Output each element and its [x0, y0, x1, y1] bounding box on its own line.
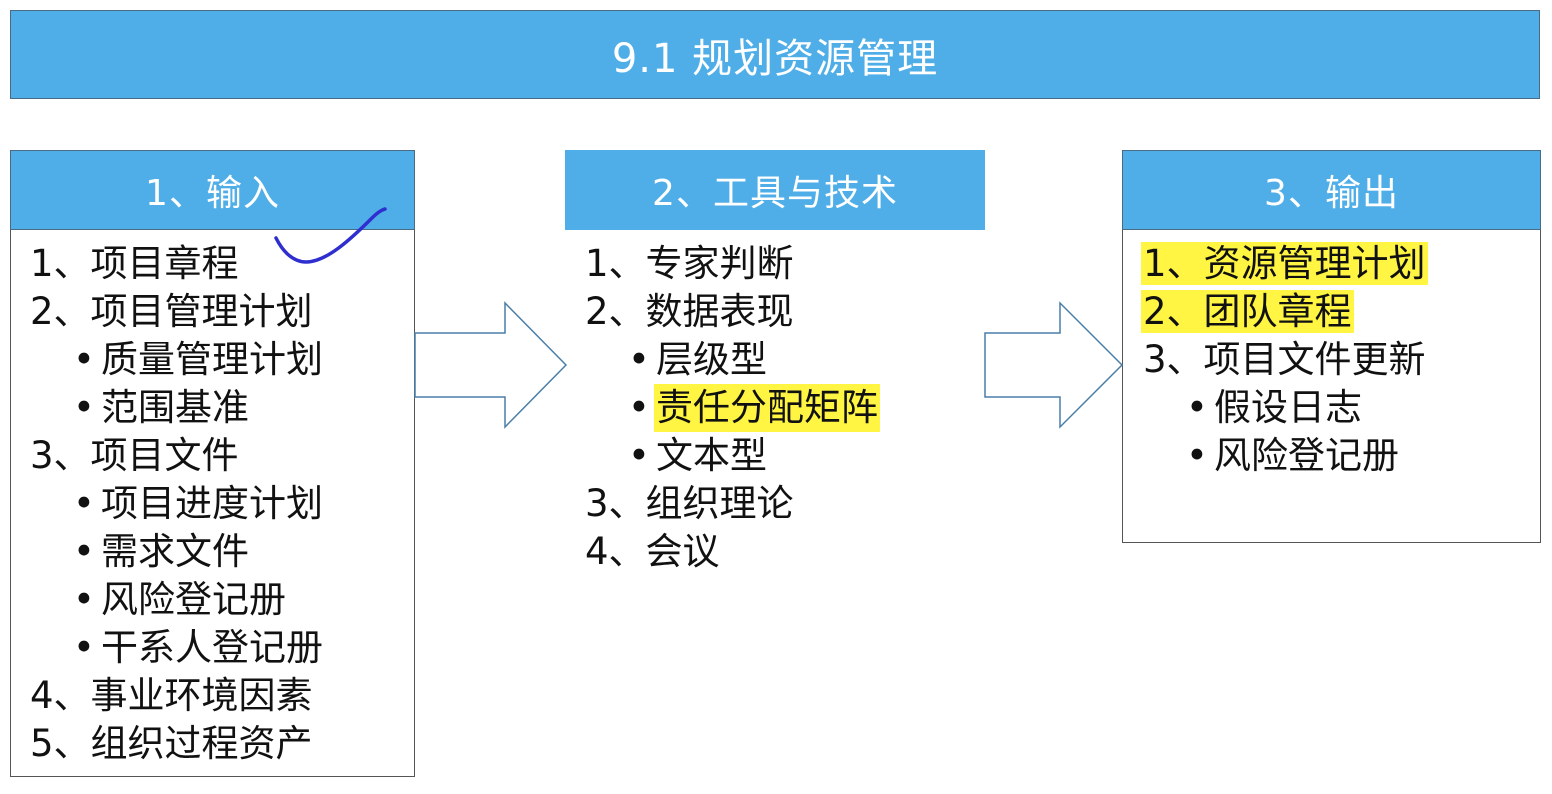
page-title: 9.1 规划资源管理: [611, 35, 939, 82]
bullet-icon: •: [628, 434, 650, 477]
panel-outputs-heading: 3、输出: [1264, 173, 1399, 214]
list-item: 1、项目章程: [28, 240, 241, 288]
list-item-label: 风险登记册: [101, 578, 286, 621]
panel-outputs: 3、输出 1、资源管理计划 2、团队章程 3、项目文件更新 •假设日志•风险登记册: [1122, 150, 1541, 543]
list-item: 1、专家判断: [583, 240, 796, 288]
list-item-label: 3、项目文件更新: [1143, 338, 1426, 381]
list-item: 4、事业环境因素: [28, 672, 315, 720]
bullet-icon: •: [73, 386, 95, 429]
panel-outputs-heading-box: 3、输出: [1122, 150, 1541, 230]
list-item-label: 1、项目章程: [30, 242, 239, 285]
bullet-icon: •: [73, 626, 95, 669]
list-item-label: 质量管理计划: [101, 338, 323, 381]
bullet-icon: •: [73, 530, 95, 573]
panel-tools-heading: 2、工具与技术: [652, 173, 898, 214]
bullet-icon: •: [1186, 434, 1208, 477]
list-item-label: 2、团队章程: [1141, 290, 1354, 333]
list-item-label: 假设日志: [1214, 386, 1362, 429]
list-item: 2、团队章程: [1141, 288, 1354, 336]
list-item: 2、项目管理计划: [28, 288, 315, 336]
bullet-icon: •: [73, 482, 95, 525]
bullet-icon: •: [628, 338, 650, 381]
title-banner: 9.1 规划资源管理: [10, 10, 1540, 99]
list-item-label: 1、专家判断: [585, 242, 794, 285]
list-item-label: 3、项目文件: [30, 434, 239, 477]
list-item-label: 5、组织过程资产: [30, 722, 313, 765]
list-item-label: 1、资源管理计划: [1141, 242, 1428, 285]
list-item: 5、组织过程资产: [28, 720, 315, 768]
list-item-label: 风险登记册: [1214, 434, 1399, 477]
list-item-label: 4、事业环境因素: [30, 674, 313, 717]
bullet-icon: •: [1186, 386, 1208, 429]
bullet-icon: •: [628, 386, 650, 429]
list-item: 3、组织理论: [583, 480, 796, 528]
bullet-icon: •: [73, 578, 95, 621]
list-item-label: 3、组织理论: [585, 482, 794, 525]
list-item: 2、数据表现: [583, 288, 796, 336]
list-item: 3、项目文件: [28, 432, 241, 480]
list-item: 1、资源管理计划: [1141, 240, 1428, 288]
list-item-label: 范围基准: [101, 386, 249, 429]
list-item-label: 项目进度计划: [101, 482, 323, 525]
bullet-icon: •: [73, 338, 95, 381]
list-item-label: 层级型: [656, 338, 767, 381]
panel-tools-heading-box: 2、工具与技术: [565, 150, 985, 230]
panel-inputs-heading: 1、输入: [145, 173, 280, 214]
list-item-label: 干系人登记册: [101, 626, 323, 669]
list-item: 3、项目文件更新: [1141, 336, 1428, 384]
list-item-label: 2、项目管理计划: [30, 290, 313, 333]
list-item-label: 责任分配矩阵: [654, 384, 880, 432]
list-item-label: 文本型: [656, 434, 767, 477]
list-item: 4、会议: [583, 528, 722, 576]
panel-outputs-body: 1、资源管理计划 2、团队章程 3、项目文件更新 •假设日志•风险登记册: [1122, 230, 1541, 543]
arrow-tools-to-outputs: [984, 301, 1124, 429]
list-item-label: 需求文件: [101, 530, 249, 573]
list-item-label: 2、数据表现: [585, 290, 794, 333]
list-item-label: 4、会议: [585, 530, 720, 573]
arrow-inputs-to-tools: [414, 301, 568, 429]
